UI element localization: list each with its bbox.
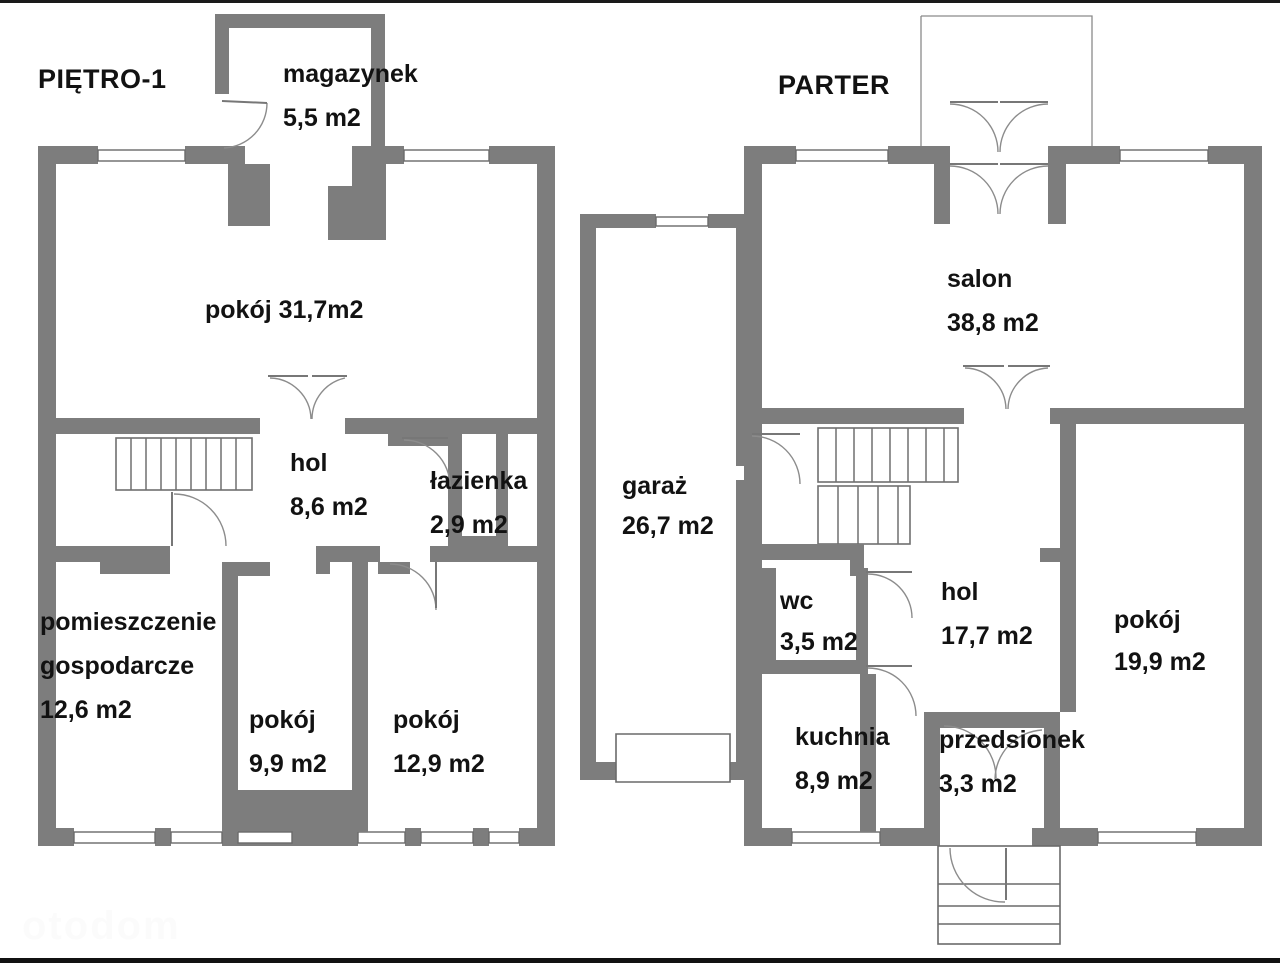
lazienka-door: [402, 437, 451, 487]
pietro-outer-walls: [38, 146, 555, 846]
room-label-lazienka: łazienka: [430, 467, 528, 495]
pietro-bottom-windows: [73, 831, 520, 844]
room-label-salon: salon: [947, 265, 1012, 293]
watermark: otodom: [22, 904, 181, 948]
pietro-top-windows: [97, 149, 490, 162]
room-label-kuchnia: kuchnia: [795, 723, 891, 751]
top-border: [0, 0, 1280, 3]
room-area-przedsionek: 3,3 m2: [939, 770, 1017, 798]
room-label-hol-pietro: hol: [290, 449, 328, 477]
pietro-mid-wall: [38, 418, 537, 446]
room-label-pokoj-129: pokój: [393, 706, 460, 734]
room-label-wc: wc: [779, 587, 813, 615]
parter-lower-walls: [752, 424, 1076, 846]
floor-plan-parter: PARTER salon 38,8 m2 garaż 26,7 m2 wc 3,…: [580, 15, 1262, 945]
przedsionek-doors: [943, 725, 1043, 780]
pietro-magazynek-stubs: [228, 146, 386, 240]
room-area-hol-parter: 17,7 m2: [941, 622, 1033, 650]
floor-plan-pietro: PIĘTRO-1 magazynek 5,5 m2 pokój 31,7m2 h…: [38, 14, 555, 846]
room-label-magazynek: magazynek: [283, 60, 418, 88]
room-label-hol-parter: hol: [941, 578, 979, 606]
room-area-kuchnia: 8,9 m2: [795, 767, 873, 795]
bottom-border: [0, 958, 1280, 963]
room-label-przedsionek: przedsionek: [939, 726, 1085, 754]
parter-staircase: [817, 427, 959, 545]
room-area-lazienka: 2,9 m2: [430, 511, 508, 539]
parter-salon-divider: [744, 408, 1262, 424]
pietro-lower-divider: [38, 546, 538, 576]
terrace-double-doors: [949, 101, 1049, 215]
parter-outer-walls: [744, 146, 1262, 846]
room-area-wc: 3,5 m2: [780, 628, 858, 656]
parter-floor-title: PARTER: [778, 70, 890, 100]
room-area-pokoj-99: 9,9 m2: [249, 750, 327, 778]
room-label-gospodarcze-2: gospodarcze: [40, 652, 194, 680]
room-label-pokoj-317: pokój 31,7m2: [205, 296, 363, 324]
pietro-floor-title: PIĘTRO-1: [38, 64, 167, 94]
kuchnia-door: [866, 665, 917, 717]
magazynek-walls: [215, 14, 385, 146]
room-label-pokoj-99: pokój: [249, 706, 316, 734]
parter-terrace: [920, 15, 1093, 150]
room-area-pokoj-129: 12,9 m2: [393, 750, 485, 778]
room-label-pokoj-199: pokój: [1114, 606, 1181, 634]
room-area-salon: 38,8 m2: [947, 309, 1039, 337]
pietro-staircase: [115, 437, 253, 491]
wc-door: [866, 571, 913, 619]
entrance-steps: [937, 845, 1061, 945]
room-area-garaz: 26,7 m2: [622, 512, 714, 540]
room-area-pokoj-199: 19,9 m2: [1114, 648, 1206, 676]
room-label-garaz: garaż: [622, 472, 687, 500]
parter-windows: [791, 149, 1209, 844]
room-label-gospodarcze-1: pomieszczenie: [40, 608, 217, 636]
garaz-hol-door: [751, 433, 801, 485]
magazynek-door: [221, 100, 268, 149]
room-area-hol-pietro: 8,6 m2: [290, 493, 368, 521]
pietro-door-gospodarcze: [171, 492, 227, 547]
room-area-magazynek: 5,5 m2: [283, 104, 361, 132]
pietro-double-door: [268, 375, 347, 420]
salon-hol-double-door: [963, 365, 1050, 410]
room-area-gospodarcze: 12,6 m2: [40, 696, 132, 724]
pietro-lower-vertical-walls: [222, 562, 368, 832]
pietro-door-pokoj129: [389, 562, 437, 611]
lazienka-walls: [448, 432, 508, 550]
